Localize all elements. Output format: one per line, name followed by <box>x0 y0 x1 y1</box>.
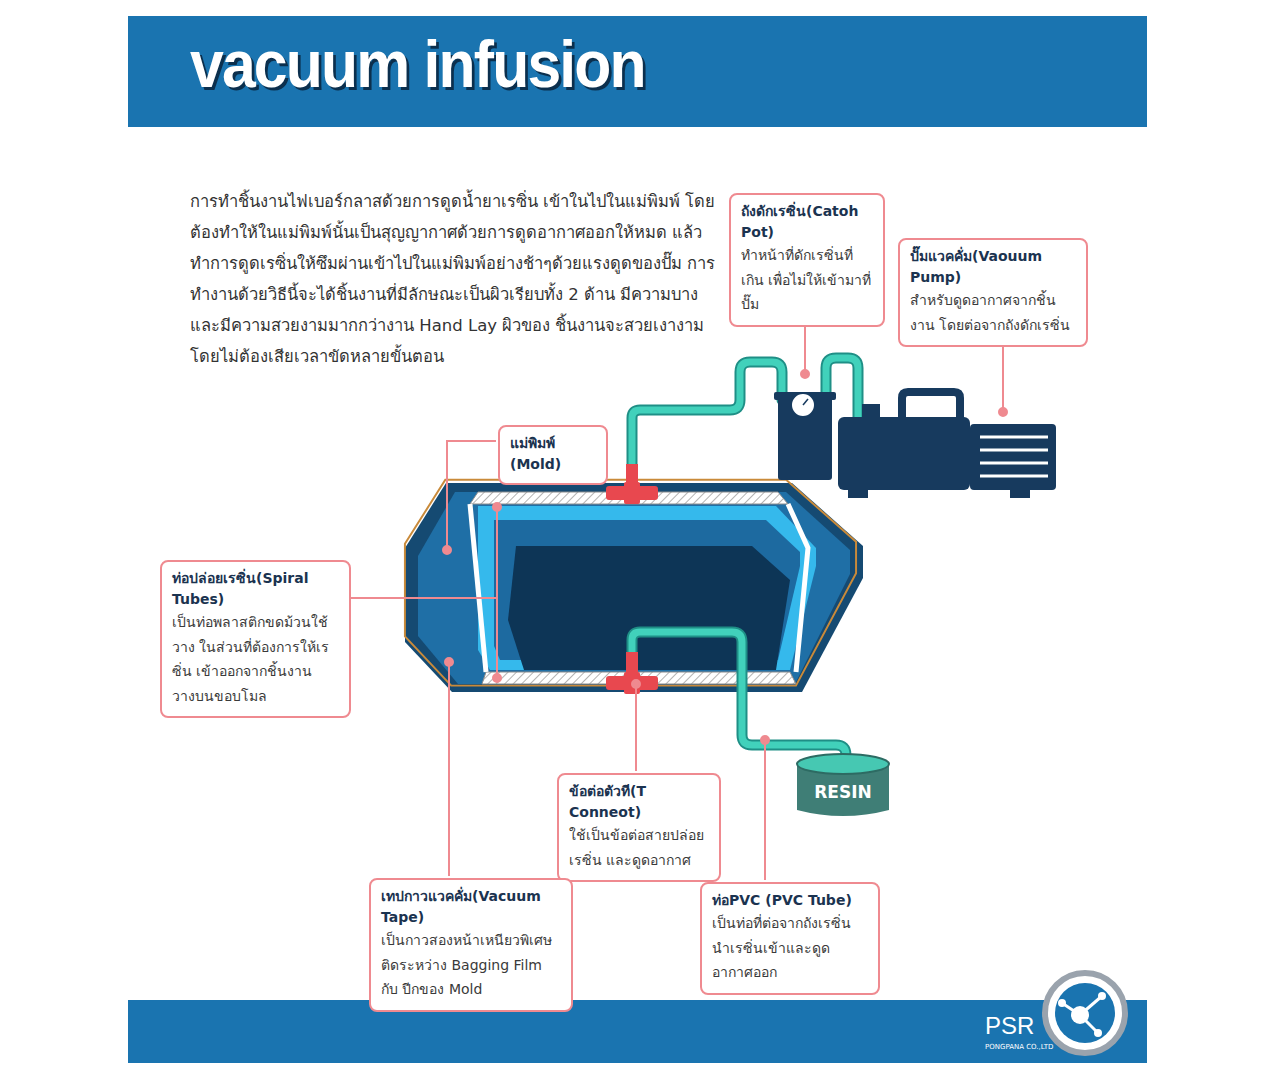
callout-box: ข้อต่อตัวที(T Conneot)ใช้เป็นข้อต่อสายปล… <box>557 773 721 882</box>
vacuum-pump <box>838 392 1056 498</box>
callout-box: ถังดักเรซิ่น(Catoh Pot)ทำหน้าที่ดักเรซิ่… <box>729 193 885 327</box>
title-band <box>128 16 1147 127</box>
logo-text: PSR <box>985 1012 1045 1040</box>
callout-box: ท่อปล่อยเรซิ่น(Spiral Tubes)เป็นท่อพลาสต… <box>160 560 351 718</box>
drum-label: RESIN <box>795 752 891 802</box>
callout-box: ท่อPVC (PVC Tube)เป็นท่อที่ต่อจากถังเรซิ… <box>700 882 880 995</box>
tubes <box>632 358 858 768</box>
callout-body: เป็นท่อพลาสติกขดม้วนใช้วาง ในส่วนที่ต้อง… <box>172 610 339 708</box>
callout-heading: ปั๊มแวคคั่ม(Vaouum Pump) <box>910 246 1076 288</box>
callout-body: เป็นกาวสองหน้าเหนียวพิเศษ ติดระหว่าง Bag… <box>381 928 561 1002</box>
footer-band <box>128 1000 1147 1063</box>
callout-box: เทปกาวแวคคั่ม(Vacuum Tape)เป็นกาวสองหน้า… <box>369 878 573 1012</box>
logo-mark <box>1045 973 1125 1053</box>
callout-heading: เทปกาวแวคคั่ม(Vacuum Tape) <box>381 886 561 928</box>
callout-body: เป็นท่อที่ต่อจากถังเรซิ่น นำเรซิ่นเข้าแล… <box>712 911 868 985</box>
logo-subtext: PONGPANA CO.,LTD <box>985 1043 1055 1051</box>
callout-heading: ท่อPVC (PVC Tube) <box>712 890 868 911</box>
catch-pot <box>774 392 836 480</box>
page-title: vacuum infusion <box>190 28 645 101</box>
callout-heading: ท่อปล่อยเรซิ่น(Spiral Tubes) <box>172 568 339 610</box>
callout-body: ทำหน้าที่ดักเรซิ่นที่เกิน เพื่อไม่ให้เข้… <box>741 243 873 317</box>
callout-heading: แม่พิมพ์ (Mold) <box>510 433 596 475</box>
intro-paragraph: การทำชิ้นงานไฟเบอร์กลาสด้วยการดูดน้ำยาเร… <box>190 186 720 372</box>
callout-heading: ถังดักเรซิ่น(Catoh Pot) <box>741 201 873 243</box>
t-connectors <box>606 464 658 694</box>
callout-body: ใช้เป็นข้อต่อสายปล่อยเรซิ่น และดูดอากาศ <box>569 823 709 872</box>
callout-body: สำหรับดูดอากาศจากชิ้นงาน โดยต่อจากถังดัก… <box>910 288 1076 337</box>
callout-box: แม่พิมพ์ (Mold) <box>498 425 608 485</box>
resin-drum: RESIN <box>795 752 891 818</box>
mold <box>405 480 863 692</box>
callout-heading: ข้อต่อตัวที(T Conneot) <box>569 781 709 823</box>
callout-box: ปั๊มแวคคั่ม(Vaouum Pump)สำหรับดูดอากาศจา… <box>898 238 1088 347</box>
